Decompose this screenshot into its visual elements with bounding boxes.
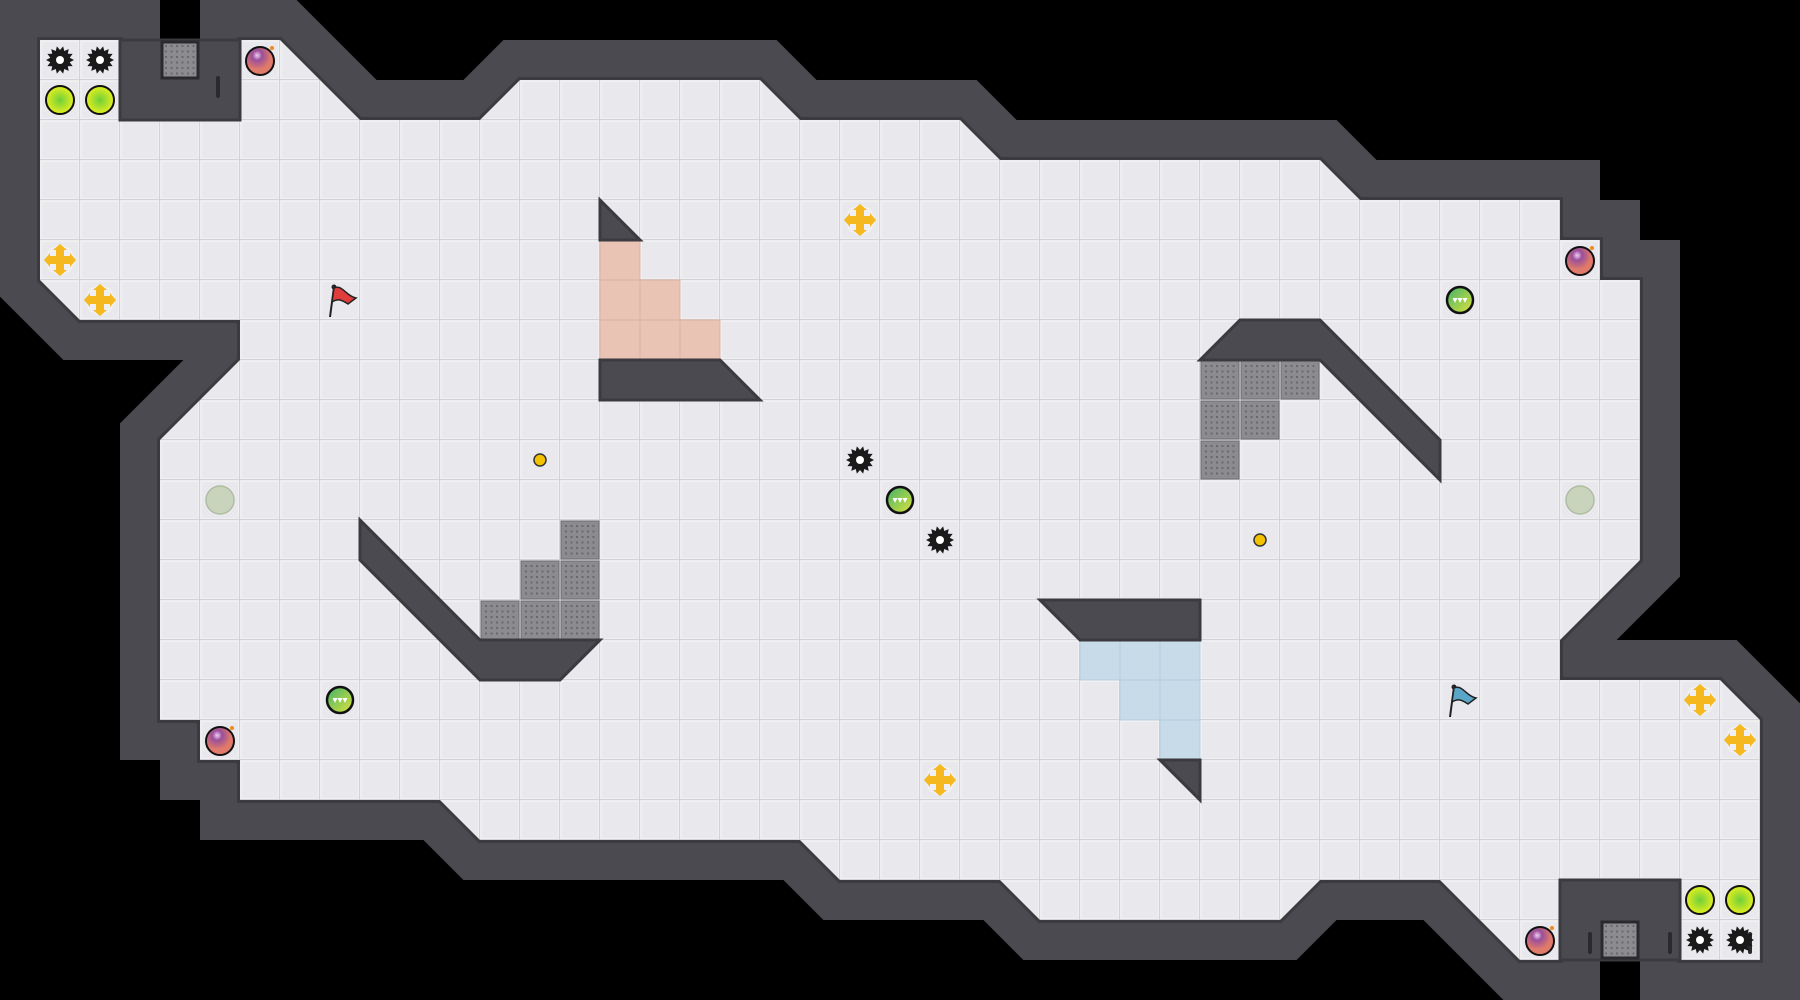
blue-team-tile [1119, 639, 1161, 681]
wall-block [358, 516, 604, 682]
wall-block [1156, 758, 1202, 804]
items [44, 40, 1756, 960]
grate-tile [560, 520, 600, 560]
blue-team-tile [1119, 679, 1161, 721]
grate-tile [1200, 400, 1240, 440]
grate-tile [1200, 360, 1240, 400]
grate-tile [1200, 440, 1240, 480]
wall-block [598, 358, 764, 402]
blue-team-tile [1159, 639, 1201, 681]
wall-slot [1668, 932, 1672, 954]
spike-icon [846, 446, 874, 474]
bomb-icon [245, 46, 275, 76]
blue-team-tile [1159, 679, 1201, 721]
portal-dot-icon [1253, 533, 1267, 547]
powerup-icon [1445, 285, 1475, 315]
juke-ball-icon [85, 85, 115, 115]
bomb-icon [205, 726, 235, 756]
team-tiles [480, 239, 1320, 761]
red-team-tile [599, 279, 641, 321]
bomb-icon [1525, 926, 1555, 956]
boost-icon [1684, 684, 1716, 716]
powerup-icon [885, 485, 915, 515]
boost-icon [84, 284, 116, 316]
wall-block [1036, 598, 1202, 642]
juke-ball-icon [45, 85, 75, 115]
gate-tile [160, 40, 200, 80]
juke-ball-icon [1685, 885, 1715, 915]
blue-flag-icon [1449, 684, 1478, 718]
boost-icon [924, 764, 956, 796]
boost-icon [44, 244, 76, 276]
grate-tile [520, 600, 560, 640]
spike-icon [926, 526, 954, 554]
grate-tile [480, 600, 520, 640]
wall-slot [216, 76, 220, 98]
gate-tile [1600, 920, 1640, 960]
spike-icon [86, 46, 114, 74]
red-team-tile [599, 239, 641, 281]
wall-slot [1588, 932, 1592, 954]
spike-icon [46, 46, 74, 74]
spawn-marker-icon [205, 485, 235, 515]
bomb-icon [1565, 246, 1595, 276]
red-team-tile [639, 279, 681, 321]
blue-team-tile [1079, 639, 1121, 681]
walls [118, 38, 1752, 962]
powerup-icon [325, 685, 355, 715]
blue-team-tile [1159, 719, 1201, 761]
wall-block [118, 38, 242, 122]
spike-icon [1726, 926, 1754, 954]
wall-block [598, 196, 644, 242]
boost-icon [1724, 724, 1756, 756]
grate-tile [560, 560, 600, 600]
grate-tile [520, 560, 560, 600]
spawn-marker-icon [1565, 485, 1595, 515]
red-team-tile [639, 319, 681, 361]
red-team-tile [599, 319, 641, 361]
grate-tile [1280, 360, 1320, 400]
boost-icon [844, 204, 876, 236]
wall-block [1196, 318, 1442, 484]
grate-tile [1240, 400, 1280, 440]
grate-tile [560, 600, 600, 640]
red-flag-icon [329, 284, 358, 318]
juke-ball-icon [1725, 885, 1755, 915]
portal-dot-icon [533, 453, 547, 467]
grate-tile [1240, 360, 1280, 400]
spike-icon [1686, 926, 1714, 954]
red-team-tile [679, 319, 721, 361]
